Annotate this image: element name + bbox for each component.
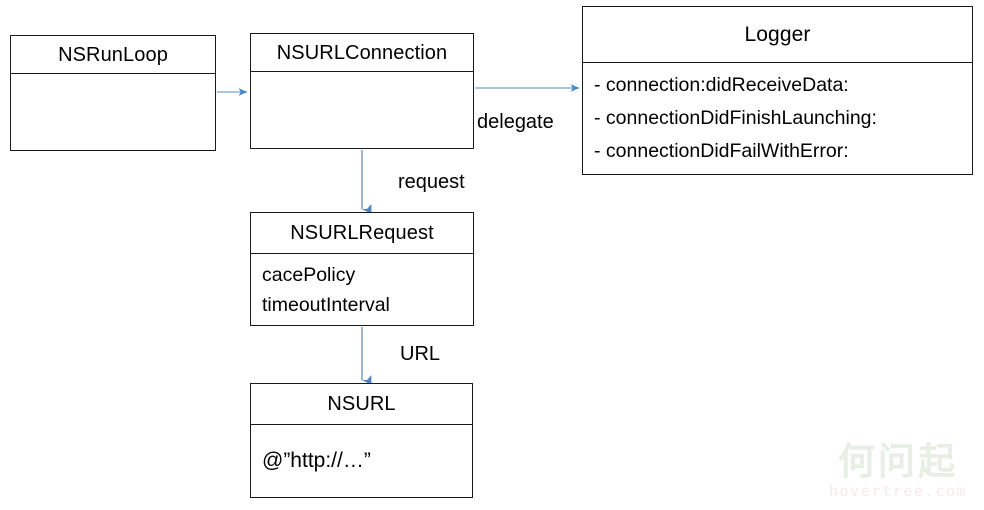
class-member-row: cacePolicy	[262, 263, 356, 286]
watermark: 何问起 hovertree.com	[818, 440, 978, 501]
class-body-nsrunloop	[11, 74, 215, 150]
edge-label-url: URL	[400, 343, 441, 365]
edge-label-delegate: delegate	[477, 111, 554, 133]
class-member-row: - connectionDidFinishLaunching:	[594, 107, 877, 129]
class-box-logger[interactable]: Logger - connection:didReceiveData: - co…	[582, 6, 973, 175]
class-member-row: timeoutInterval	[262, 293, 390, 316]
class-title-nsrunloop: NSRunLoop	[11, 36, 215, 74]
watermark-chinese-text: 何问起	[838, 440, 958, 483]
class-box-nsurlconnection[interactable]: NSURLConnection	[250, 33, 474, 149]
class-body-logger: - connection:didReceiveData: - connectio…	[583, 63, 972, 174]
class-title-nsurlconnection: NSURLConnection	[251, 34, 473, 72]
class-title-logger: Logger	[583, 7, 972, 63]
class-member-row: - connection:didReceiveData:	[594, 74, 849, 96]
class-body-nsurlconnection	[251, 72, 473, 148]
class-box-nsurlrequest[interactable]: NSURLRequest cacePolicy timeoutInterval	[250, 212, 474, 326]
class-box-nsurl[interactable]: NSURL @”http://…”	[250, 383, 473, 498]
class-member-row: @”http://…”	[262, 449, 371, 472]
edge-label-request: request	[398, 171, 465, 193]
class-title-nsurl: NSURL	[251, 384, 472, 425]
watermark-url-text: hovertree.com	[828, 482, 968, 500]
class-member-row: - connectionDidFailWithError:	[594, 140, 849, 162]
class-body-nsurl: @”http://…”	[251, 425, 472, 497]
class-box-nsrunloop[interactable]: NSRunLoop	[10, 35, 216, 151]
class-title-nsurlrequest: NSURLRequest	[251, 213, 473, 254]
class-body-nsurlrequest: cacePolicy timeoutInterval	[251, 254, 473, 325]
